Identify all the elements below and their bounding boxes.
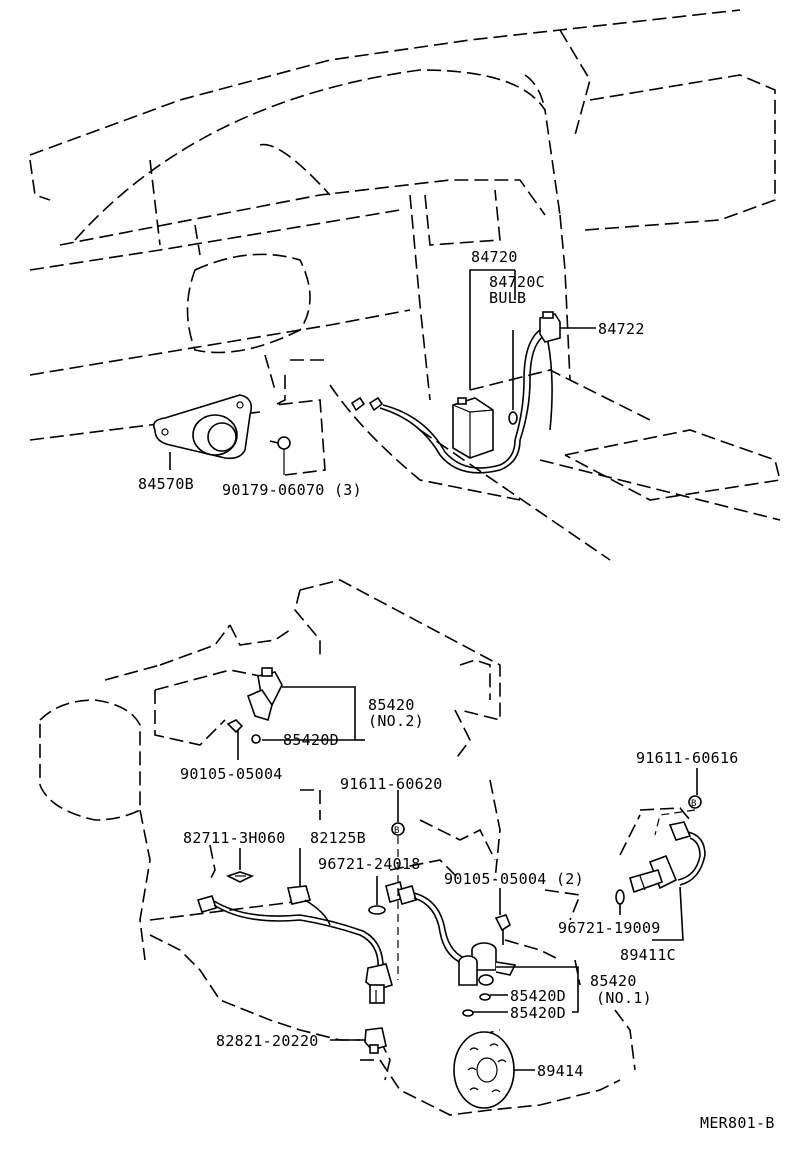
svg-text:B: B [394, 826, 400, 836]
labels: 84720 84720C BULB 84722 84570B 90179-060… [138, 248, 775, 1132]
label-85420d-a: 85420D [510, 987, 566, 1005]
label-85420-no2: 85420 [368, 696, 415, 714]
label-89411c: 89411C [620, 946, 676, 964]
svg-text:B: B [691, 799, 697, 809]
part-89414-rotor [453, 1031, 515, 1109]
part-84570b-bracket [152, 394, 253, 460]
label-84720: 84720 [471, 248, 518, 266]
part-90105-bolt-a [226, 719, 244, 760]
label-82821-20220: 82821-20220 [216, 1032, 319, 1050]
bolt-marker-b-left: B [391, 822, 405, 836]
label-90179-06070: 90179-06070 (3) [222, 481, 362, 499]
label-85420d-b: 85420D [510, 1004, 566, 1022]
label-96721-24018: 96721-24018 [318, 855, 421, 873]
bolt-marker-b-right: B [688, 795, 702, 809]
label-96721-19009: 96721-19009 [558, 919, 661, 937]
label-82711-3h060: 82711-3H060 [183, 829, 286, 847]
harness-85420-no1 [385, 881, 471, 967]
label-84722: 84722 [598, 320, 645, 338]
label-no1: (NO.1) [596, 989, 652, 1007]
part-85420-no1-sensor [458, 942, 517, 1017]
part-82821-sensor [364, 1027, 387, 1054]
harness-82125b [196, 871, 386, 971]
part-84722-connector [539, 311, 561, 343]
part-84720-switch [452, 397, 494, 459]
engine-outline [39, 579, 691, 1116]
harness-84720 [350, 329, 553, 474]
label-85420-no1: 85420 [590, 972, 637, 990]
part-84720c-bulb [508, 411, 518, 425]
part-89411c-sensor [615, 821, 706, 905]
diagram-code: MER801-B [700, 1114, 775, 1132]
label-89414: 89414 [537, 1062, 584, 1080]
label-85420d-top: 85420D [283, 731, 339, 749]
part-85420-no2-sensor [246, 667, 283, 744]
label-no2: (NO.2) [368, 712, 424, 730]
leader-lines-top [169, 269, 596, 470]
label-91611-60616: 91611-60616 [636, 749, 739, 767]
part-90105-bolt-b [494, 914, 511, 945]
leader-lines-bottom [239, 686, 698, 1071]
label-82125b: 82125B [310, 829, 366, 847]
label-90105-05004-a: 90105-05004 [180, 765, 283, 783]
label-84570b: 84570B [138, 475, 194, 493]
label-84720c: 84720C [489, 273, 545, 291]
label-91611-60620: 91611-60620 [340, 775, 443, 793]
part-crank-sensor [365, 963, 393, 1004]
label-90105-05004-b: 90105-05004 (2) [444, 870, 584, 888]
label-bulb: BULB [489, 289, 526, 307]
part-90179-screw [269, 436, 291, 475]
